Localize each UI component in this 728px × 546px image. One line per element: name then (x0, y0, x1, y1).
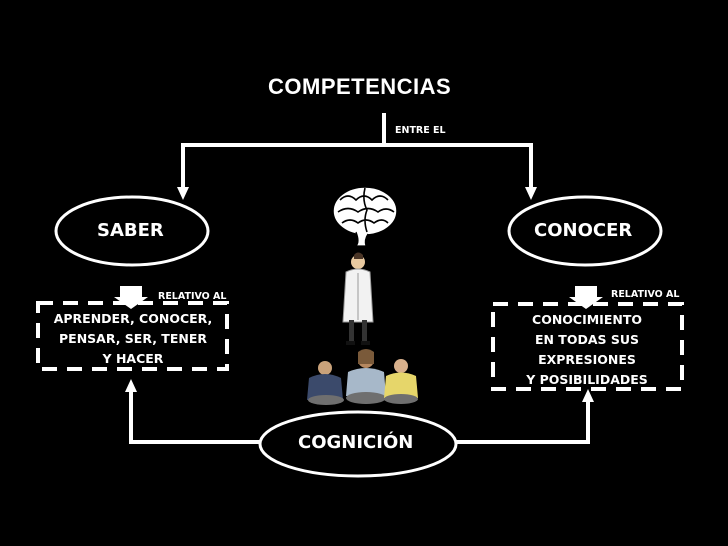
arrow-to-saber (177, 187, 189, 200)
left-dashed-box (36, 301, 229, 371)
conocer-label: CONOCER (534, 220, 633, 241)
conocer-oval (507, 195, 663, 267)
right-box-line: EXPRESIONES (538, 352, 636, 367)
bottom-connector (129, 388, 590, 444)
connector-label-entre-el: ENTRE EL (395, 125, 446, 136)
diagram-title: COMPETENCIAS (268, 74, 452, 99)
right-box-line: EN TODAS SUS (534, 332, 640, 347)
audience-icon (307, 349, 418, 405)
saber-oval (54, 195, 210, 267)
right-box-line: CONOCIMIENTO (532, 312, 642, 327)
left-relation-label: RELATIVO AL (158, 291, 227, 302)
left-box-line: APRENDER, CONOCER, (53, 311, 213, 326)
arrow-to-conocer (525, 187, 537, 200)
brain-icon (332, 186, 398, 247)
left-box-line: Y HACER (102, 351, 164, 366)
right-relation-arrow-icon (569, 286, 603, 309)
right-dashed-box (491, 302, 684, 391)
left-relation-arrow-icon (114, 286, 148, 309)
saber-label: SABER (97, 220, 164, 241)
right-box-line: Y POSIBILIDADES (526, 372, 648, 387)
cognicion-oval (258, 410, 458, 478)
right-relation-label: RELATIVO AL (611, 289, 680, 300)
left-box-line: PENSAR, SER, TENER (59, 331, 207, 346)
arrow-to-right-box (582, 389, 594, 402)
right-box-text: CONOCIMIENTO EN TODAS SUS EXPRESIONES Y … (496, 310, 678, 390)
top-connector (181, 113, 533, 190)
teacher-icon (342, 252, 374, 345)
left-box-text: APRENDER, CONOCER, PENSAR, SER, TENER Y … (44, 309, 222, 369)
cognicion-label: COGNICIÓN (298, 432, 414, 453)
arrow-to-left-box (125, 379, 137, 392)
